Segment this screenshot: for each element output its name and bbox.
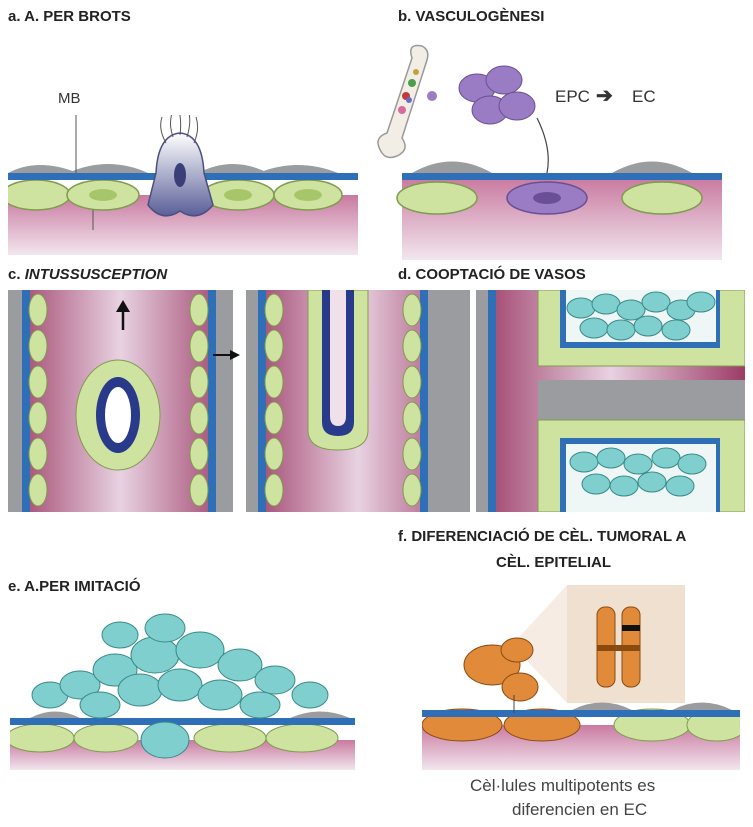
panel-e-diagram (10, 610, 355, 770)
caption-line2: diferencien en EC (512, 800, 647, 820)
bone-icon (378, 46, 428, 158)
panel-d-diagram (476, 290, 745, 512)
epc-cluster (427, 66, 535, 124)
panel-c-italic-title: INTUSSUSCEPTION (25, 266, 168, 283)
tip-cell (148, 115, 213, 216)
panel-a-title: a. A. PER BROTS (8, 8, 131, 25)
multipotent-cells (464, 638, 538, 701)
panel-a-diagram (8, 115, 358, 255)
panel-f-diagram (422, 585, 740, 770)
endothelial-cells-b (397, 182, 702, 214)
panel-c-prefix: c. (8, 266, 25, 283)
next-arrow-icon (230, 350, 240, 360)
panel-c-title: c. INTUSSUSCEPTION (8, 266, 167, 283)
split-fold (308, 290, 368, 450)
panel-c-diagram (8, 290, 470, 512)
panel-b-diagram (372, 38, 722, 260)
pillar (76, 360, 160, 470)
upper-block (538, 290, 745, 366)
basement-membrane-b (402, 173, 722, 180)
mb-label: MB (58, 90, 81, 107)
panel-e-title: e. A.PER IMITACIÓ (8, 578, 141, 595)
pericyte-b2 (612, 162, 692, 174)
pericyte-b1 (412, 162, 492, 174)
migration-arrow (537, 118, 548, 173)
panel-b-title: b. VASCULOGÈNESI (398, 8, 544, 25)
panel-f-title-line1: f. DIFERENCIACIÓ DE CÈL. TUMORAL A (398, 528, 686, 545)
panel-f-title-line2: CÈL. EPITELIAL (496, 554, 611, 571)
caption-line1: Cèl·lules multipotents es (470, 776, 655, 796)
lower-block (538, 420, 745, 512)
panel-d-title: d. COOPTACIÓ DE VASOS (398, 266, 586, 283)
